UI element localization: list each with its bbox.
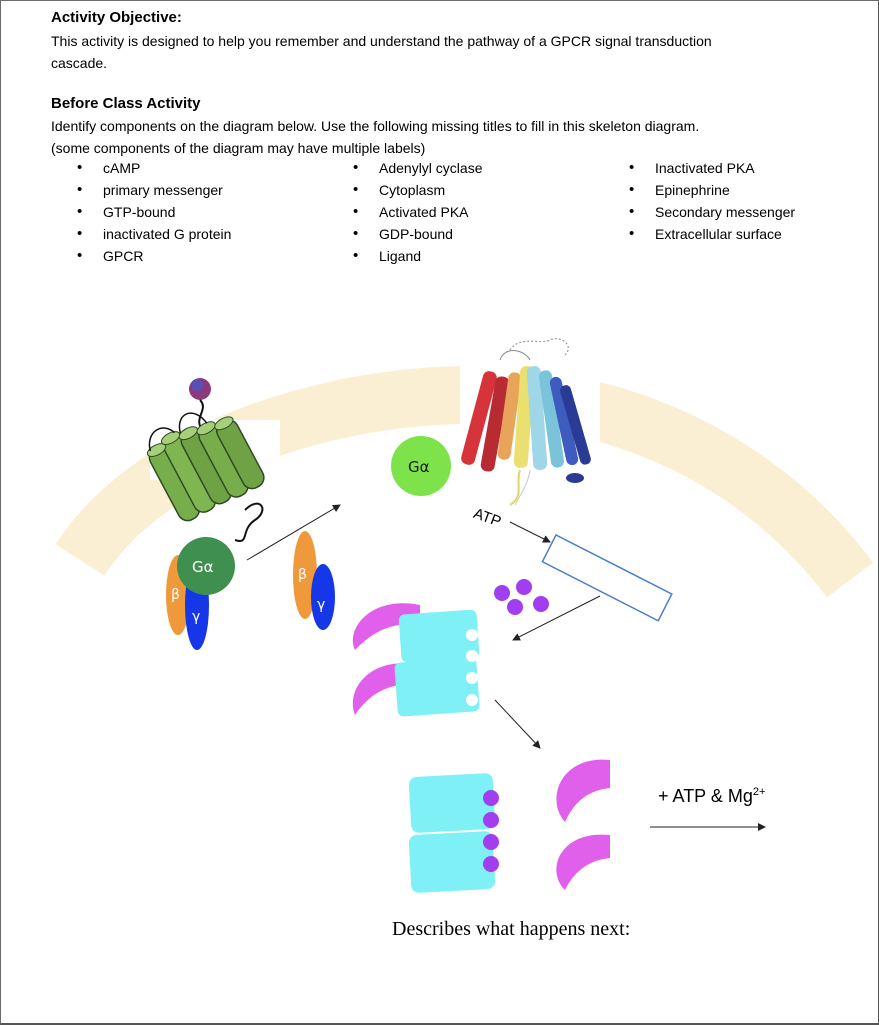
arrow (246, 504, 341, 561)
atp-mg-label: + ATP & Mg2+ (658, 786, 766, 806)
active-pka-catalytic-subunits (556, 759, 610, 890)
list-item: inactivated G protein (77, 223, 231, 245)
adenylyl-cyclase-icon (461, 338, 591, 506)
beta-label: β (171, 587, 180, 603)
list-item: GTP-bound (77, 201, 231, 223)
arrow (494, 699, 541, 749)
g-protein-complex: Gα β γ (166, 537, 235, 650)
g-alpha-label: Gα (408, 458, 430, 476)
objective-text: This activity is designed to help you re… (51, 30, 831, 74)
regulatory-subunits-camp-bound (408, 773, 499, 893)
camp-icon (494, 585, 510, 601)
objective-heading: Activity Objective: (51, 9, 182, 26)
list-item: Cytoplasm (353, 179, 483, 201)
camp-icon (516, 579, 532, 595)
list-item: primary messenger (77, 179, 231, 201)
objective-text-line1: This activity is designed to help you re… (51, 33, 712, 49)
beta-label: β (298, 567, 307, 583)
list-item: Secondary messenger (629, 201, 795, 223)
list-item: Activated PKA (353, 201, 483, 223)
label-list-col3: Inactivated PKA Epinephrine Secondary me… (629, 157, 795, 245)
before-class-text-line2: (some components of the diagram may have… (51, 140, 426, 156)
label-list-col1: cAMP primary messenger GTP-bound inactiv… (77, 157, 231, 267)
list-item: Inactivated PKA (629, 157, 795, 179)
list-item: cAMP (77, 157, 231, 179)
g-alpha-label: Gα (192, 558, 214, 576)
list-item: Adenylyl cyclase (353, 157, 483, 179)
list-item: GPCR (77, 245, 231, 267)
gamma-subunit-icon (311, 564, 335, 630)
list-item: GDP-bound (353, 223, 483, 245)
camp-molecules (494, 579, 549, 615)
beta-gamma-dimer: β γ (293, 531, 335, 630)
next-step-prompt: Describes what happens next: (392, 918, 631, 940)
gamma-label: γ (192, 609, 200, 625)
arrow (509, 521, 551, 543)
g-alpha-gdp-icon (177, 537, 235, 595)
blank-label-box (541, 533, 673, 622)
arrow (512, 595, 601, 641)
gamma-label: γ (317, 597, 325, 613)
gpcr-receptor-icon (146, 412, 265, 522)
camp-icon (507, 599, 523, 615)
list-item: Ligand (353, 245, 483, 267)
list-item: Epinephrine (629, 179, 795, 201)
before-class-text-line1: Identify components on the diagram below… (51, 118, 700, 134)
list-item: Extracellular surface (629, 223, 795, 245)
camp-icon (533, 596, 549, 612)
objective-text-line2: cascade. (51, 55, 108, 71)
label-list-col2: Adenylyl cyclase Cytoplasm Activated PKA… (353, 157, 483, 267)
before-class-heading: Before Class Activity (51, 95, 201, 112)
g-alpha-gtp-icon (391, 436, 451, 496)
inactive-pka-icon (352, 603, 480, 717)
before-class-text: Identify components on the diagram below… (51, 115, 831, 159)
